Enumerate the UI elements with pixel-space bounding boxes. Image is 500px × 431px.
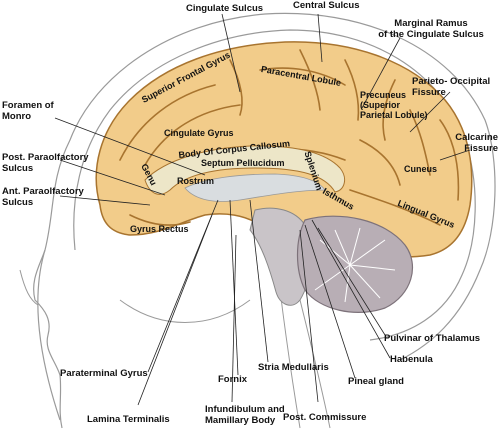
leader-lines: [54, 13, 471, 406]
cerebellum: [296, 215, 413, 313]
label-cingulate-sulcus: Cingulate Sulcus: [186, 3, 264, 14]
label-gyrus-rectus: Gyrus Rectus: [130, 224, 189, 234]
label-pineal-gland: Pineal gland: [348, 376, 404, 387]
label-calcarine-fissure: Calcarine Fissure: [455, 132, 498, 154]
label-foramen-of-monro: Foramen of Monro: [2, 100, 54, 122]
label-infundibulum-mamillary-body: Infundibulum and Mamillary Body: [205, 404, 285, 426]
label-cuneus: Cuneus: [404, 164, 438, 174]
neck-line: [299, 299, 331, 429]
corpus-callosum: [144, 145, 346, 195]
label-lamina-terminalis: Lamina Terminalis: [87, 414, 170, 425]
label-post-commissure: Post. Commissure: [283, 412, 367, 423]
label-central-sulcus: Central Sulcus: [293, 0, 360, 11]
label-pulvinar-of-thalamus: Pulvinar of Thalamus: [384, 333, 481, 344]
label-habenula: Habenula: [390, 354, 433, 365]
label-stria-medullaris: Stria Medullaris: [258, 362, 329, 373]
face-outline: [33, 249, 63, 429]
label-fornix: Fornix: [218, 374, 248, 385]
septum-pellucidum-region: [184, 173, 326, 202]
label-marginal-ramus: Marginal Ramus of the Cingulate Sulcus: [378, 18, 484, 40]
label-precuneus: Precuneus (Superior Parietal Lobule): [360, 90, 428, 120]
nose-line: [19, 269, 39, 306]
brainstem: [249, 207, 312, 306]
label-ant-paraolfactory-sulcus: Ant. Paraolfactory Sulcus: [2, 186, 84, 208]
label-paraterminal-gyrus: Paraterminal Gyrus: [60, 368, 148, 379]
spine-line: [279, 289, 301, 429]
label-septum-pellucidum: Septum Pellucidum: [201, 158, 285, 168]
label-cingulate-gyrus: Cingulate Gyrus: [164, 128, 234, 138]
label-post-paraolfactory-sulcus: Post. Paraolfactory Sulcus: [2, 152, 89, 174]
jaw-line: [119, 299, 251, 323]
label-rostrum: Rostrum: [177, 176, 215, 186]
label-parieto-occipital-fissure: Parieto- Occipital Fissure: [412, 76, 491, 98]
skull-outline: [73, 29, 476, 341]
